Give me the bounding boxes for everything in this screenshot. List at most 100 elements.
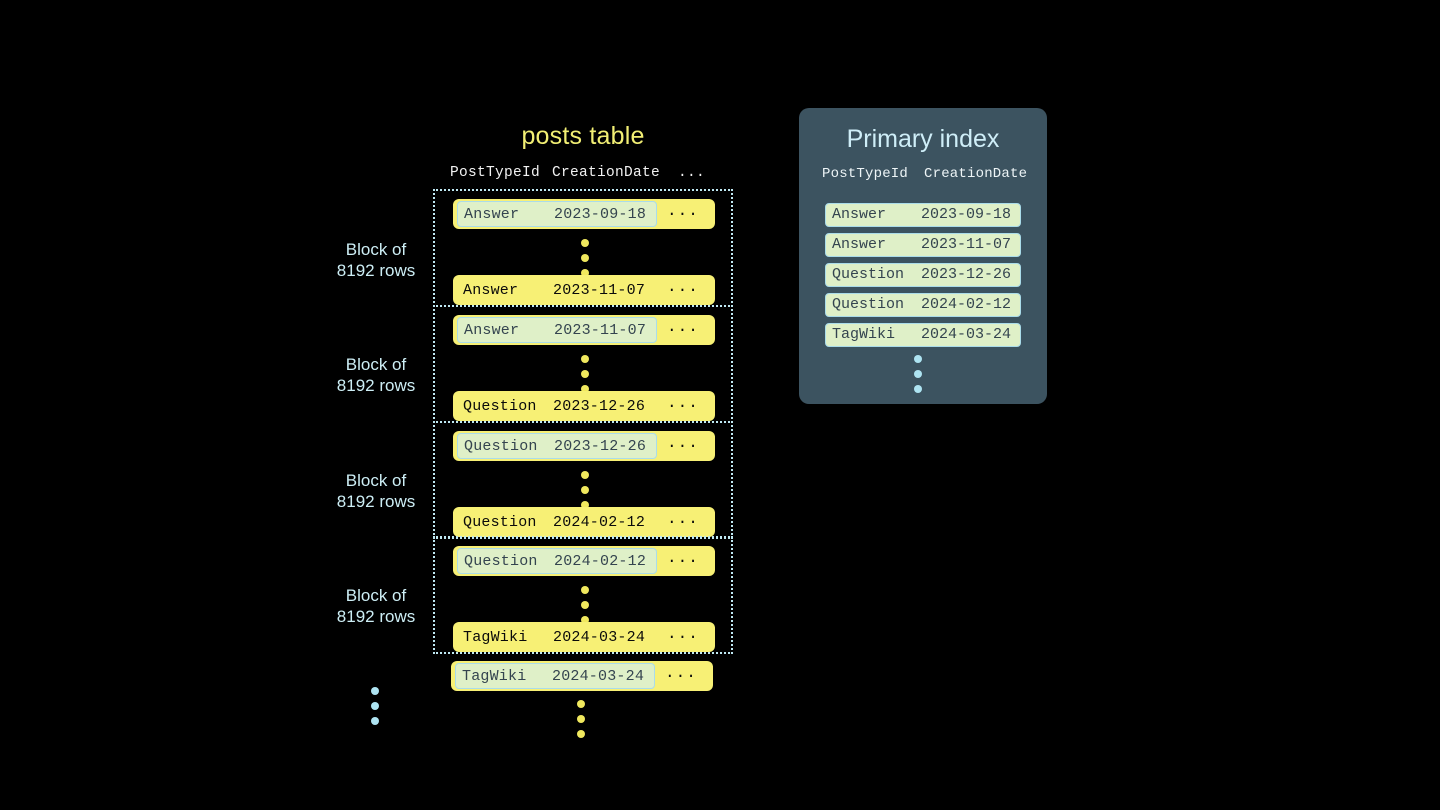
cell-ellipsis: ... [667,202,699,220]
row-highlight-box: Answer 2023-09-18 [457,201,657,227]
rows-omitted-dots [581,471,591,516]
dot [581,486,589,494]
index-column-headers: PostTypeId CreationDate [799,166,1047,184]
block-label-1-line1: Block of [345,240,407,259]
dot [914,370,922,378]
cell-posttypeid: Answer [463,281,519,299]
posts-column-header-ellipsis: ... [678,165,706,181]
row-highlight-box: TagWiki 2024-03-24 [455,663,655,689]
block-label-3: Block of 8192 rows [301,470,451,512]
cell-creationdate: 2023-12-26 [553,397,646,415]
dot [581,601,589,609]
table-row[interactable]: TagWiki 2024-03-24 ... [453,622,715,652]
dot [371,687,379,695]
index-cell-creationdate: 2023-11-07 [921,236,1012,253]
cell-posttypeid: Question [463,397,537,415]
dot [581,616,589,624]
posts-table-column-headers: PostTypeId CreationDate ... [441,165,733,185]
row-highlight-box: Answer 2023-11-07 [457,317,657,343]
table-row[interactable]: Question 2024-02-12 ... [453,546,715,576]
posts-table-title: posts table [521,122,645,150]
dot [581,385,589,393]
cell-posttypeid: Answer [464,205,520,223]
table-block-1: Answer 2023-09-18 ... Answer 2023-11-07 … [433,189,733,307]
table-block-3: Question 2023-12-26 ... Question 2024-02… [433,421,733,539]
row-highlight-box: Question 2024-02-12 [457,548,657,574]
cell-creationdate: 2023-09-18 [554,205,647,223]
cell-ellipsis: ... [667,549,699,567]
index-row[interactable]: Question 2024-02-12 [825,293,1021,317]
block-label-3-line1: Block of [345,471,407,490]
index-column-header-creationdate: CreationDate [924,166,1028,182]
dot [914,355,922,363]
cell-posttypeid: Answer [464,321,520,339]
dot [577,700,585,708]
dot [581,370,589,378]
cell-ellipsis: ... [667,510,699,528]
table-row[interactable]: TagWiki 2024-03-24 ... [451,661,713,691]
index-column-header-posttypeid: PostTypeId [822,166,909,182]
cell-creationdate: 2024-02-12 [554,552,647,570]
dot [914,385,922,393]
table-block-2: Answer 2023-11-07 ... Question 2023-12-2… [433,305,733,423]
table-row[interactable]: Answer 2023-11-07 ... [453,315,715,345]
table-row[interactable]: Question 2023-12-26 ... [453,391,715,421]
index-cell-posttypeid: Question [832,296,905,313]
rows-omitted-dots [581,239,591,284]
primary-index-title: Primary index [846,125,1000,153]
cell-ellipsis: ... [667,394,699,412]
posts-column-header-creationdate: CreationDate [552,165,661,181]
index-row[interactable]: Question 2023-12-26 [825,263,1021,287]
block-label-4: Block of 8192 rows [301,585,451,627]
index-cell-creationdate: 2024-03-24 [921,326,1012,343]
index-cell-posttypeid: Answer [832,236,887,253]
block-label-4-line2: 8192 rows [336,607,416,626]
table-block-4: Question 2024-02-12 ... TagWiki 2024-03-… [433,536,733,654]
cell-creationdate: 2023-11-07 [554,321,647,339]
dot [581,586,589,594]
index-cell-creationdate: 2023-12-26 [921,266,1012,283]
cell-creationdate: 2024-02-12 [553,513,646,531]
posts-column-header-posttypeid: PostTypeId [450,165,541,181]
dot [581,269,589,277]
dot [371,702,379,710]
dot [371,717,379,725]
index-row[interactable]: Answer 2023-09-18 [825,203,1021,227]
cell-ellipsis: ... [665,664,697,682]
index-row[interactable]: Answer 2023-11-07 [825,233,1021,257]
dot [581,501,589,509]
dot [581,239,589,247]
table-continues-dots [577,700,587,745]
row-cells: TagWiki 2024-03-24 [457,624,657,650]
table-row[interactable]: Question 2024-02-12 ... [453,507,715,537]
cell-posttypeid: TagWiki [463,628,528,646]
cell-posttypeid: Question [464,437,538,455]
table-row[interactable]: Question 2023-12-26 ... [453,431,715,461]
cell-posttypeid: Question [464,552,538,570]
cell-posttypeid: TagWiki [462,667,527,685]
rows-omitted-dots [581,355,591,400]
cell-ellipsis: ... [667,434,699,452]
cell-ellipsis: ... [667,278,699,296]
primary-index-panel: Primary index PostTypeId CreationDate An… [799,108,1047,404]
row-cells: Question 2024-02-12 [457,509,657,535]
blocks-continue-dots [371,687,381,732]
block-label-2-line2: 8192 rows [336,376,416,395]
index-cell-posttypeid: Answer [832,206,887,223]
index-continues-dots [914,355,924,400]
dot [577,715,585,723]
rows-omitted-dots [581,586,591,631]
row-cells: Question 2023-12-26 [457,393,657,419]
dot [581,471,589,479]
table-row[interactable]: Answer 2023-09-18 ... [453,199,715,229]
index-cell-creationdate: 2024-02-12 [921,296,1012,313]
row-highlight-box: Question 2023-12-26 [457,433,657,459]
dot [581,254,589,262]
block-label-1-line2: 8192 rows [336,261,416,280]
table-row[interactable]: Answer 2023-11-07 ... [453,275,715,305]
index-row[interactable]: TagWiki 2024-03-24 [825,323,1021,347]
block-label-1: Block of 8192 rows [301,239,451,281]
block-label-2-line1: Block of [345,355,407,374]
cell-creationdate: 2023-11-07 [553,281,646,299]
block-label-4-line1: Block of [345,586,407,605]
